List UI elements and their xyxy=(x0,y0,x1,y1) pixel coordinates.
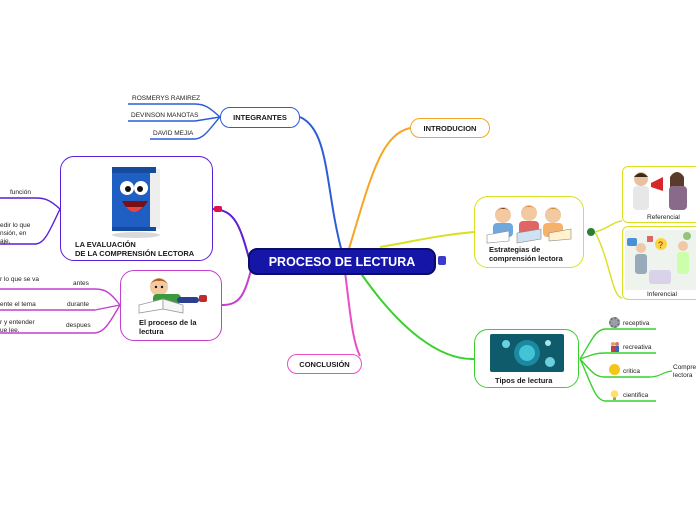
connector-member-1 xyxy=(194,103,221,118)
proceso-item-despues-text: r y entender ue lee. xyxy=(0,319,35,334)
inferencial-node[interactable]: ? Inferencial xyxy=(622,226,696,300)
introduccion-node[interactable]: INTRODUCION xyxy=(410,118,490,138)
connector-funcion xyxy=(35,197,61,210)
member-label-1: ROSMERYS RAMIREZ xyxy=(132,95,201,102)
proceso-item-durante-text: ente el tema xyxy=(0,301,36,308)
evaluacion-item-funcion: función xyxy=(10,189,31,196)
connector-cientifica xyxy=(579,358,606,402)
critica-note-line-2: lectora xyxy=(673,372,693,379)
referencial-image xyxy=(625,169,696,213)
proceso-title: El proceso de la lectura xyxy=(139,318,197,336)
connector-antes xyxy=(94,288,121,306)
integrantes-title: INTEGRANTES xyxy=(233,113,287,122)
thinking-face-icon xyxy=(609,364,620,375)
estrategias-title-line-2: comprensión lectora xyxy=(489,254,563,263)
estrategias-node[interactable]: Estrategias de comprensión lectora xyxy=(474,196,584,268)
tipos-image xyxy=(490,334,564,372)
connector-estrategias xyxy=(379,231,475,248)
connector-member-3 xyxy=(194,116,221,140)
svg-text:?: ? xyxy=(658,240,663,250)
children-reading-image xyxy=(486,205,572,244)
integrantes-node[interactable]: INTEGRANTES xyxy=(220,107,300,128)
book-character-image xyxy=(112,167,160,238)
connector-introduccion xyxy=(347,127,411,253)
connector-proceso xyxy=(221,265,253,306)
critica-note-line-1: Compre xyxy=(673,364,696,371)
connector-referencial xyxy=(594,220,623,233)
tipos-item-receptiva: receptiva xyxy=(623,320,650,327)
reading-child-image xyxy=(138,278,207,314)
collapse-toggle-estrategias[interactable] xyxy=(587,228,595,236)
estrategias-title: Estrategias de comprensión lectora xyxy=(489,245,563,263)
central-topic-node[interactable]: PROCESO DE LECTURA xyxy=(248,248,436,275)
people-icon xyxy=(609,340,621,352)
gear-icon xyxy=(609,317,620,328)
introduccion-title: INTRODUCION xyxy=(423,123,477,133)
proceso-item-antes: antes xyxy=(73,280,89,287)
central-topic-title: PROCESO DE LECTURA xyxy=(268,254,416,269)
connector-evaluacion xyxy=(212,208,251,263)
member-label-3: DAVID MEJIA xyxy=(153,130,194,137)
inferencial-image: ? xyxy=(625,230,696,290)
proceso-item-antes-text: r lo que se va xyxy=(0,276,40,283)
connector-inferencial xyxy=(594,231,623,299)
connector-critica-note xyxy=(649,370,673,378)
proceso-item-despues: despues xyxy=(66,322,91,329)
connector-tipos xyxy=(359,271,475,361)
evaluacion-item-text: edir lo que nsión, en aje. xyxy=(0,222,31,245)
connector-receptiva xyxy=(579,328,606,360)
referencial-node[interactable]: Referencial xyxy=(622,166,696,223)
critica-note: Compre lectora xyxy=(673,364,696,380)
lightbulb-icon xyxy=(610,388,619,400)
evaluacion-title: LA EVALUACIÓN DE LA COMPRENSIÓN LECTORA xyxy=(75,240,194,258)
proceso-title-line-2: lectura xyxy=(139,327,164,336)
connector-member-2 xyxy=(194,116,221,122)
connector-eval-text xyxy=(35,208,61,245)
evaluacion-title-line-2: DE LA COMPRENSIÓN LECTORA xyxy=(75,249,195,258)
conclusion-title: CONCLUSIÓN xyxy=(299,359,350,369)
collapse-toggle-evaluacion[interactable] xyxy=(214,206,222,212)
tipos-node[interactable]: Tipos de lectura xyxy=(474,329,579,388)
tipos-item-cientifica: cientifica xyxy=(623,392,649,399)
tipos-item-recreativa: recreativa xyxy=(623,344,652,351)
estrategias-title-line-1: Estrategias de xyxy=(489,245,541,254)
proceso-title-line-1: El proceso de la xyxy=(139,318,197,327)
tipos-item-critica: critica xyxy=(623,368,640,375)
connector-recreativa xyxy=(579,352,606,360)
evaluacion-node[interactable]: LA EVALUACIÓN DE LA COMPRENSIÓN LECTORA xyxy=(60,156,213,261)
evaluacion-title-line-1: LA EVALUACIÓN xyxy=(75,240,136,249)
inferencial-label: Inferencial xyxy=(647,291,677,298)
conclusion-node[interactable]: CONCLUSIÓN xyxy=(287,354,362,374)
connector-durante xyxy=(94,304,121,311)
tipos-title: Tipos de lectura xyxy=(495,376,553,385)
connector-conclusion xyxy=(344,271,361,357)
proceso-node[interactable]: El proceso de la lectura xyxy=(120,270,222,341)
collapse-toggle-central[interactable] xyxy=(438,256,446,265)
referencial-label: Referencial xyxy=(647,214,680,221)
proceso-item-durante: durante xyxy=(67,301,90,308)
connector-despues xyxy=(94,304,121,334)
connector-integrantes xyxy=(299,116,343,253)
connector-critica xyxy=(579,358,606,378)
member-label-2: DEVINSON MANOTAS xyxy=(131,112,199,119)
